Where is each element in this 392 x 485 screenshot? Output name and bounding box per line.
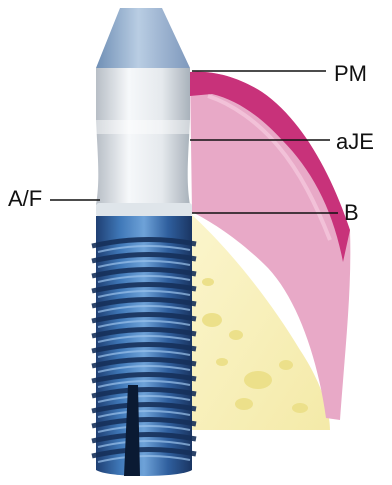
junction-ring	[96, 203, 192, 217]
label-b: B	[344, 202, 359, 224]
abutment-collar-shade	[96, 120, 190, 134]
label-aje: aJE	[336, 131, 374, 153]
label-af: A/F	[8, 188, 42, 210]
label-pm: PM	[334, 63, 367, 85]
abutment-collar	[96, 68, 190, 205]
abutment-cone	[96, 8, 190, 68]
